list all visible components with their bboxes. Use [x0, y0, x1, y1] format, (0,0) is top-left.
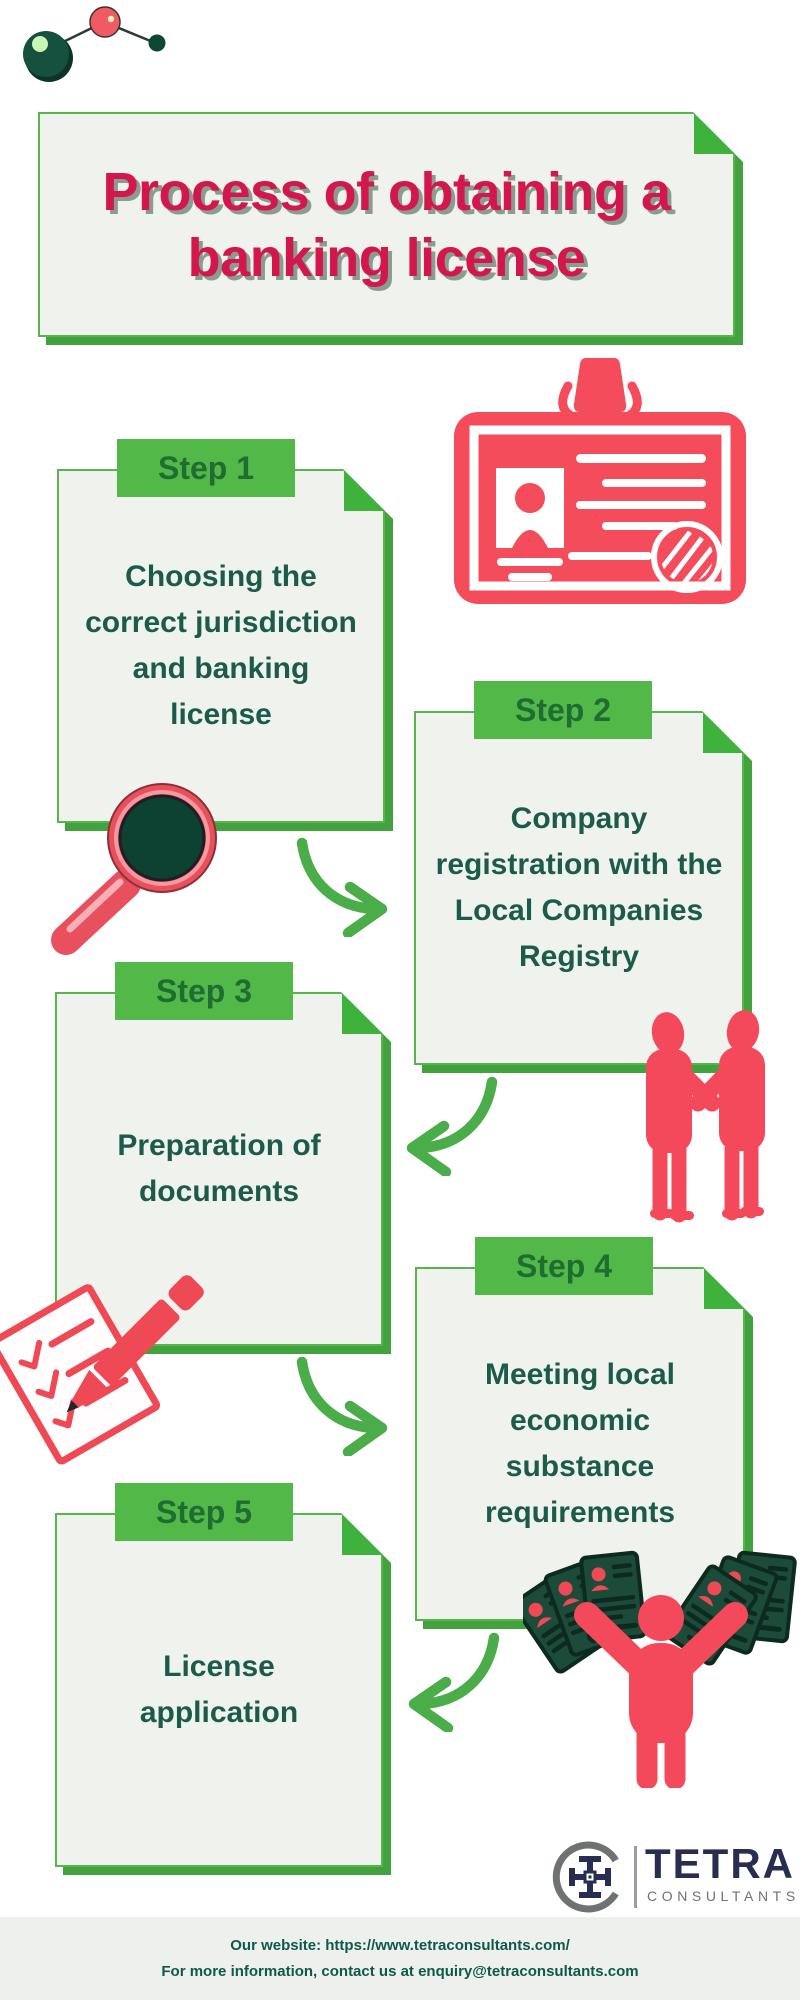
step-1-card: Choosing the correct jurisdiction and ba…: [57, 469, 385, 823]
step-2-text: Company registration with the Local Comp…: [435, 802, 723, 973]
arrow-step4-to-step5-icon: [408, 1632, 500, 1732]
step-3-label: Step 3: [115, 962, 293, 1020]
step-5-label: Step 5: [115, 1483, 293, 1541]
step-3-card: Preparation of documents: [55, 992, 383, 1346]
handshake-people-icon: [646, 1010, 765, 1223]
footer-bar: Our website: https://www.tetraconsultant…: [0, 1917, 800, 2000]
step-2-section: Company registration with the Local Comp…: [414, 681, 744, 1065]
molecule-decoration-icon: [23, 6, 166, 82]
arrow-step3-to-step4-icon: [296, 1356, 388, 1456]
step-4-folded-corner-icon: [704, 1267, 746, 1309]
step-2-label: Step 2: [474, 681, 652, 739]
step-5-text: License application: [139, 1650, 299, 1729]
title-folded-corner-icon: [694, 112, 736, 154]
arrow-step1-to-step2-icon: [296, 837, 388, 937]
step-3-folded-corner-icon: [342, 992, 384, 1034]
step-2-card: Company registration with the Local Comp…: [414, 711, 744, 1065]
step-4-text: Meeting local economic substance require…: [484, 1358, 676, 1529]
id-badge-icon: [454, 358, 746, 604]
logo-brand-text: TETRA: [645, 1840, 795, 1887]
logo-divider: [634, 1846, 637, 1908]
page-title: Process of obtaining a banking license: [102, 161, 671, 288]
step-4-label: Step 4: [475, 1237, 653, 1295]
logo-subbrand-text: CONSULTANTS: [647, 1888, 800, 1904]
document-and-pen-icon: [0, 1275, 204, 1465]
step-1-text: Choosing the correct jurisdiction and ba…: [85, 560, 357, 731]
footer-website-line: Our website: https://www.tetraconsultant…: [230, 1937, 570, 1954]
step-1-folded-corner-icon: [344, 469, 386, 511]
step-5-section: License application Step 5: [55, 1483, 383, 1867]
step-3-section: Preparation of documents Step 3: [55, 962, 383, 1346]
step-2-folded-corner-icon: [703, 711, 745, 753]
title-card-face: Process of obtaining a banking license: [38, 112, 735, 337]
step-1-label: Step 1: [117, 439, 295, 497]
tetra-emblem-icon: [552, 1841, 619, 1913]
step-3-text: Preparation of documents: [117, 1129, 321, 1208]
magnifying-glass-icon: [51, 783, 217, 955]
step-5-folded-corner-icon: [342, 1513, 384, 1555]
person-holding-documents-icon: [523, 1550, 798, 1788]
footer-contact-line: For more information, contact us at enqu…: [161, 1963, 639, 1980]
title-card: Process of obtaining a banking license: [38, 112, 735, 337]
arrow-step2-to-step3-icon: [406, 1076, 498, 1176]
step-5-card: License application: [55, 1513, 383, 1867]
tetra-consultants-logo: TETRA CONSULTANTS: [548, 1838, 795, 1914]
step-1-section: Choosing the correct jurisdiction and ba…: [57, 439, 385, 823]
